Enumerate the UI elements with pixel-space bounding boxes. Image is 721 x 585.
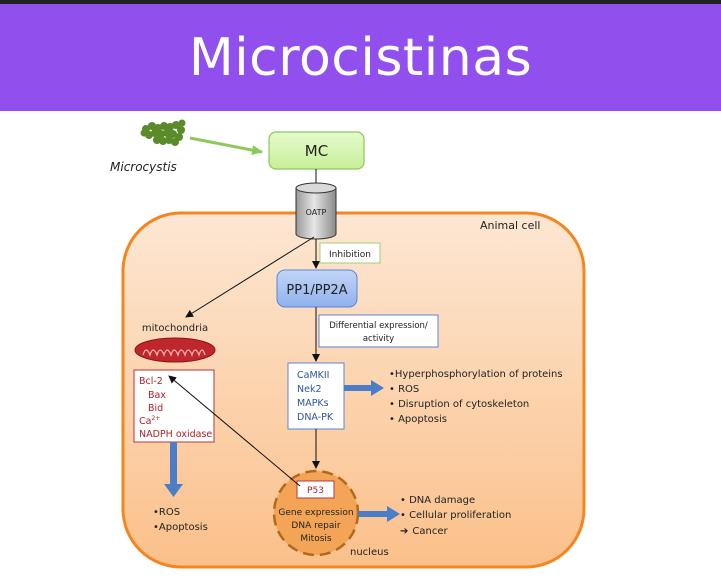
- mito-effect-apoptosis: •Apoptosis: [153, 522, 208, 533]
- release-arrow: [189, 136, 263, 155]
- kinase-camkii: CaMKII: [297, 370, 330, 381]
- nucleus-effects-arrow: [358, 506, 400, 522]
- pp1-pp2a-label: PP1/PP2A: [286, 283, 347, 298]
- kinase-dna-pk: DNA-PK: [297, 412, 334, 423]
- factor-bcl2: Bcl-2: [139, 376, 163, 387]
- inhibition-box: [319, 242, 381, 264]
- nucleus-label: nucleus: [350, 547, 389, 558]
- calcium-text: Ca: [139, 416, 151, 427]
- nucleus-effect-dna-damage: • DNA damage: [400, 495, 475, 506]
- page-title: Microcistinas: [188, 27, 533, 88]
- p53-label: P53: [307, 486, 324, 496]
- factor-bax: Bax: [148, 390, 166, 401]
- nucleus-effect-proliferation: • Cellular proliferation: [400, 510, 511, 521]
- factor-nadph-oxidase: NADPH oxidase: [139, 429, 212, 440]
- differential-expression-box: [318, 314, 439, 348]
- p53-to-bcl2-arrow: [168, 375, 301, 487]
- mc-label: MC: [305, 142, 328, 160]
- mito-effect-ros: •ROS: [153, 507, 180, 518]
- inhibition-label: Inhibition: [329, 250, 371, 260]
- mito-effects-arrow: [164, 442, 183, 497]
- kinase-nek2: Nek2: [297, 384, 322, 395]
- microcystis-colony-icon: [140, 119, 186, 146]
- factor-calcium: Ca2+: [139, 415, 160, 427]
- oatp-transporter-icon: [295, 182, 337, 240]
- title-banner: Microcistinas: [0, 4, 721, 111]
- factor-bid: Bid: [148, 403, 163, 414]
- cancer-label: Cancer: [412, 526, 448, 537]
- oatp-label: OATP: [306, 208, 327, 217]
- differential-label-line2: activity: [363, 334, 394, 344]
- mitochondria-label: mitochondria: [142, 323, 208, 334]
- p53-box: [296, 480, 335, 499]
- kinase-effect-cytoskeleton: • Disruption of cytoskeleton: [389, 399, 529, 410]
- kinase-mapks: MAPKs: [297, 398, 329, 409]
- cancer-outcome: ➔ Cancer: [400, 526, 448, 537]
- cancer-arrow-icon: ➔: [400, 526, 408, 537]
- oatp-to-mitochondria-arrow: [185, 236, 315, 318]
- calcium-superscript: 2+: [151, 415, 160, 422]
- mitochondrion-icon: [134, 337, 216, 363]
- kinase-effect-apoptosis: • Apoptosis: [389, 414, 447, 425]
- kinase-effect-ros: • ROS: [389, 384, 419, 395]
- nucleus-mitosis: Mitosis: [300, 534, 331, 544]
- kinase-effect-hyperphosphorylation: •Hyperphosphorylation of proteins: [389, 369, 563, 380]
- kinases-box: [287, 362, 345, 430]
- microcystis-label: Microcystis: [110, 160, 177, 174]
- pp1-pp2a-box: [276, 269, 358, 308]
- nucleus-gene-expression: Gene expression: [278, 508, 353, 518]
- animal-cell-label: Animal cell: [480, 219, 541, 232]
- nucleus-dna-repair: DNA repair: [291, 521, 340, 531]
- top-border-bar: [0, 0, 721, 4]
- differential-label-line1: Differential expression/: [329, 321, 428, 331]
- kinase-effects-arrow: [344, 380, 384, 396]
